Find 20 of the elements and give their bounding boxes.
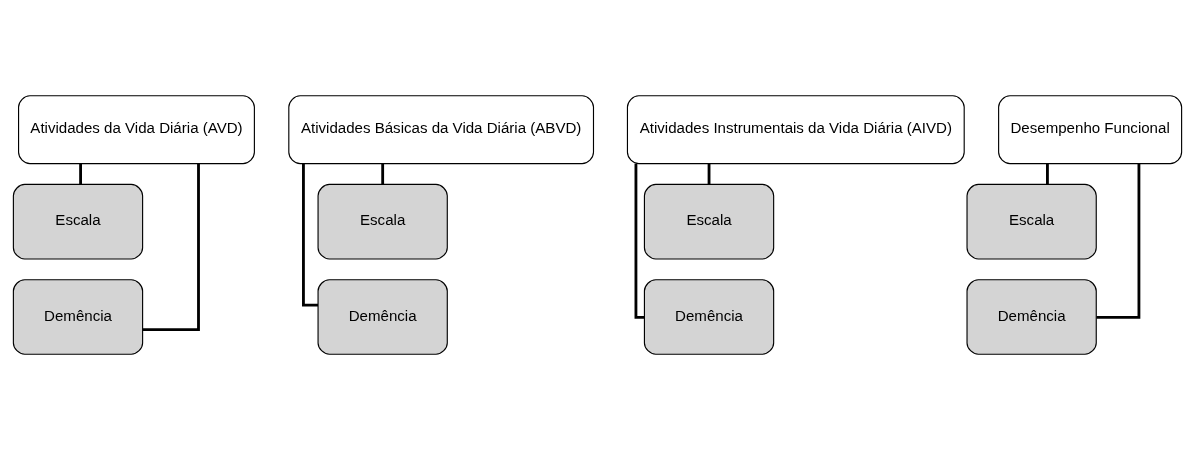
node-box: Escala [966,183,1097,260]
node-box: Demência [966,278,1097,355]
node-box: Escala [317,183,448,260]
node-box: Escala [643,183,775,260]
connector [1096,163,1141,319]
connector [381,163,385,184]
node-box: Atividades Instrumentais da Vida Diária (AIVD) [626,94,965,164]
node-box: Atividades da Vida Diária (AVD) [18,94,255,164]
node-box: Atividades Básicas da Vida Diária (ABVD) [288,94,595,164]
node-box: Demência [643,278,775,355]
node-box: Demência [12,278,144,355]
connector [79,163,82,184]
node-box: Demência [317,278,448,355]
connector [707,163,711,184]
connector [1046,163,1049,184]
node-box: Desempenho Funcional [998,94,1183,164]
connector [302,163,318,307]
connector [634,163,645,319]
node-box: Escala [12,183,144,260]
connector [142,163,200,331]
